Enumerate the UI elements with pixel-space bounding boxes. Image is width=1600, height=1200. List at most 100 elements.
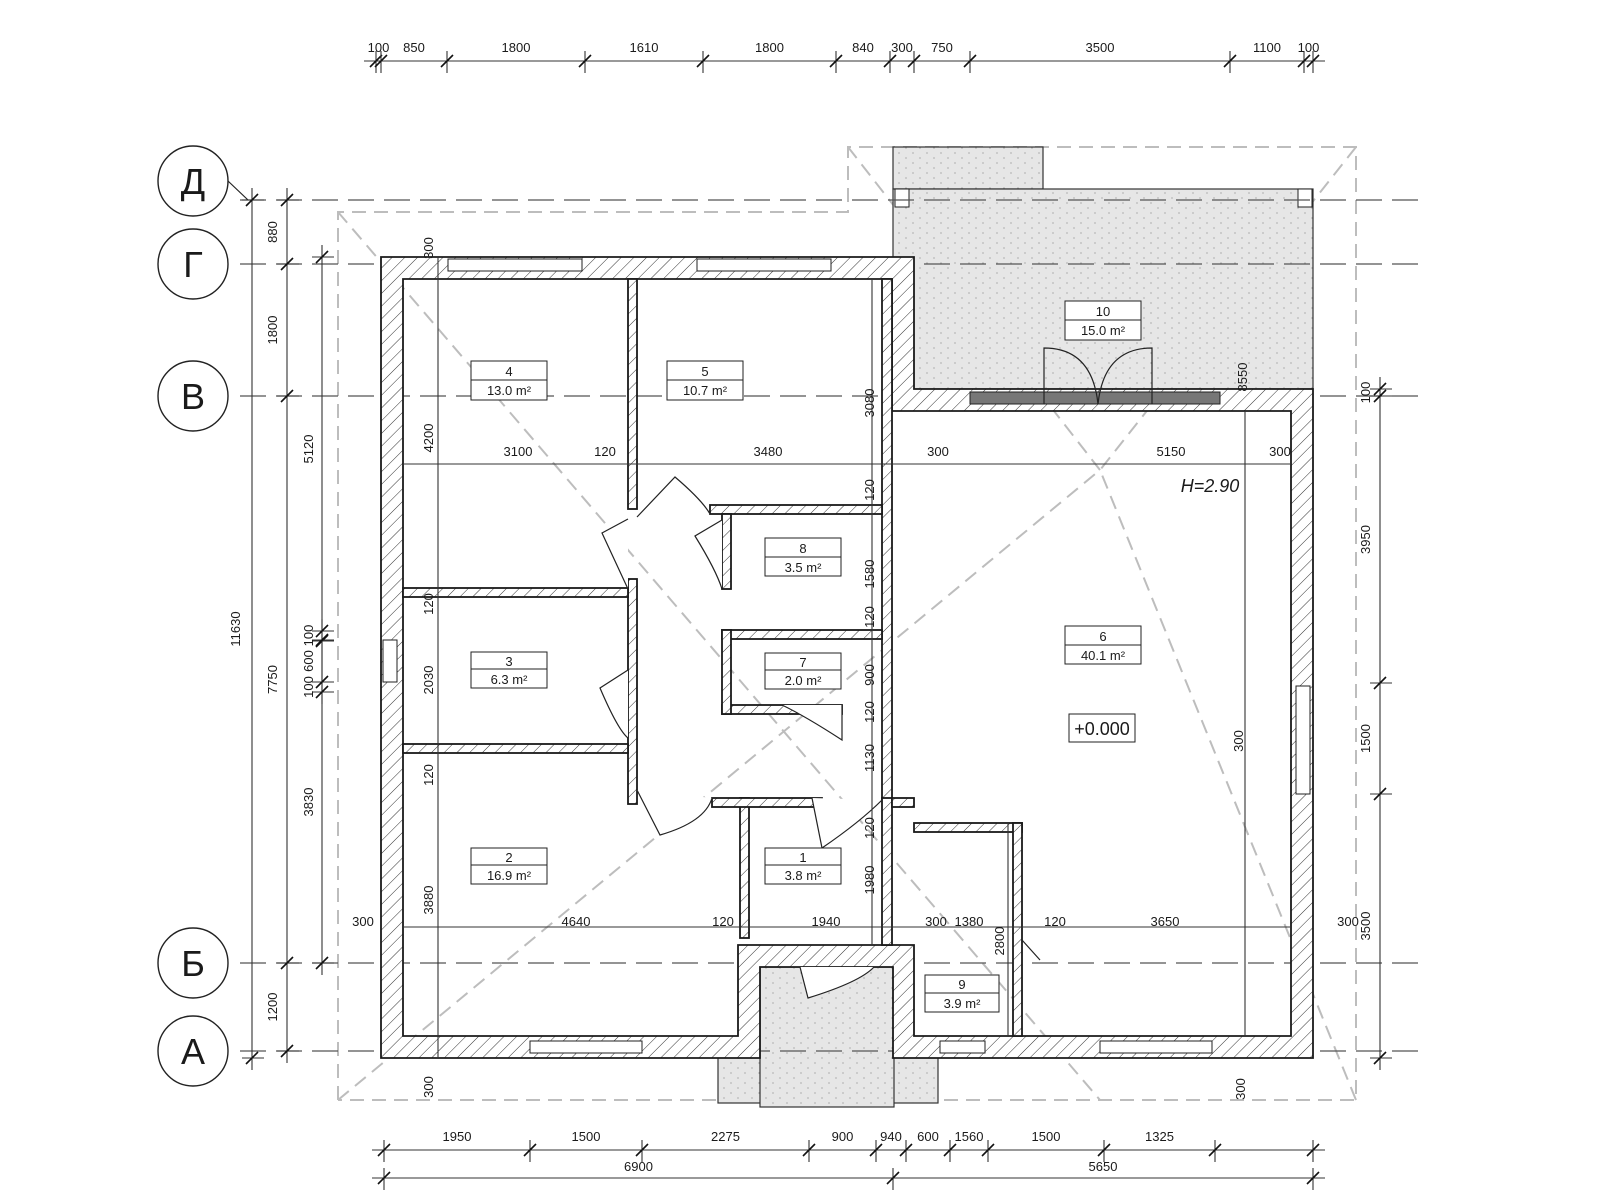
- dimension-label: 3880: [421, 886, 436, 915]
- interior-dimension-lines: [403, 257, 1291, 1058]
- dimension-label: 2030: [421, 666, 436, 695]
- dimension-label: 300: [1231, 730, 1246, 752]
- dimension-label: 1940: [812, 914, 841, 929]
- room-number: 1: [799, 850, 806, 865]
- dimension-label: 1800: [502, 40, 531, 55]
- dimension-label: 1950: [443, 1129, 472, 1144]
- dimension-label: 300: [421, 1076, 436, 1098]
- dimension-tick: [280, 956, 294, 970]
- room-area: 6.3 m²: [491, 672, 529, 687]
- room-tag-10: 10 15.0 m²: [1064, 300, 1142, 341]
- dimension-label: 3650: [1151, 914, 1180, 929]
- room-tag-7: 7 2.0 m²: [764, 652, 842, 690]
- dimension-label: 600: [301, 650, 316, 672]
- dimension-tick: [578, 54, 592, 68]
- dimension-label: 100: [368, 40, 390, 55]
- dimension-label: 5120: [301, 435, 316, 464]
- dimension-tick: [1097, 1143, 1111, 1157]
- dimension-tick: [829, 54, 843, 68]
- room-tags: 1 3.8 m² 2 16.9 m² 3 6.3 m² 4 13.0 m² 5 …: [470, 300, 1142, 1013]
- room-number: 10: [1096, 304, 1110, 319]
- dimension-tick: [315, 624, 329, 638]
- dimension-label: 11630: [228, 611, 243, 646]
- doors: [599, 347, 1153, 999]
- room-number: 8: [799, 541, 806, 556]
- dimension-label: 600: [917, 1129, 939, 1144]
- dimension-label: 120: [862, 701, 877, 723]
- dimension-label: 1500: [572, 1129, 601, 1144]
- dimension-label: 5650: [1089, 1159, 1118, 1174]
- dimension-tick: [280, 389, 294, 403]
- dimension-tick: [315, 675, 329, 689]
- dimension-tick: [523, 1143, 537, 1157]
- dimension-label: 840: [852, 40, 874, 55]
- axis-label: В: [181, 376, 205, 417]
- dimension-label: 1100: [1253, 40, 1281, 55]
- axis-label: А: [181, 1031, 205, 1072]
- room-tag-3: 3 6.3 m²: [470, 651, 548, 689]
- dimension-tick: [1373, 389, 1387, 403]
- dimension-label: 1610: [630, 40, 659, 55]
- dimension-tick: [245, 193, 259, 207]
- dimension-tick: [1373, 676, 1387, 690]
- dimension-tick: [899, 1143, 913, 1157]
- dimension-label: 300: [891, 40, 913, 55]
- dimension-tick: [869, 1143, 883, 1157]
- dimension-label: 2800: [992, 927, 1007, 956]
- dimension-label: 120: [421, 764, 436, 786]
- room-area: 10.7 m²: [683, 383, 728, 398]
- dimension-tick: [315, 685, 329, 699]
- dimension-tick: [369, 54, 383, 68]
- room-tag-5: 5 10.7 m²: [666, 360, 744, 401]
- dimension-label: 3500: [1358, 912, 1373, 941]
- room-area: 13.0 m²: [487, 383, 532, 398]
- dimension-label: 300: [927, 444, 949, 459]
- dimension-label: 4640: [562, 914, 591, 929]
- axis-marker: Д: [157, 145, 249, 217]
- dimension-label: 120: [862, 479, 877, 501]
- dimension-label: 1500: [1358, 724, 1373, 753]
- dimension-tick: [635, 1143, 649, 1157]
- dimension-label: 3080: [862, 389, 877, 418]
- dimension-label: 1200: [265, 993, 280, 1022]
- dimension-label: 1325: [1145, 1129, 1174, 1144]
- dimension-label: 300: [1337, 914, 1359, 929]
- dimension-label: 3100: [504, 444, 533, 459]
- dimension-label: 120: [421, 593, 436, 615]
- dimension-label: 1560: [955, 1129, 984, 1144]
- dimension-label: 300: [1233, 1078, 1248, 1100]
- dimension-tick: [981, 1143, 995, 1157]
- dimension-label: 8550: [1235, 363, 1250, 392]
- dimension-tick: [886, 1171, 900, 1185]
- axis-marker: В: [157, 360, 229, 432]
- room-number: 5: [701, 364, 708, 379]
- axis-label: Г: [183, 244, 203, 285]
- dimension-label: 300: [925, 914, 947, 929]
- room-number: 3: [505, 654, 512, 669]
- axis-label: Б: [181, 943, 205, 984]
- dimension-tick: [315, 633, 329, 647]
- dimension-label: 7750: [265, 665, 280, 694]
- level-mark-text: +0.000: [1074, 719, 1130, 739]
- dimension-label: 1800: [265, 316, 280, 345]
- dimension-label: 1800: [755, 40, 784, 55]
- axis-marker: Б: [157, 927, 229, 999]
- dimension-label: 300: [421, 237, 436, 259]
- room-number: 2: [505, 850, 512, 865]
- dimension-tick: [280, 257, 294, 271]
- dimension-tick: [1306, 54, 1320, 68]
- dimension-tick: [315, 956, 329, 970]
- room-area: 3.5 m²: [785, 560, 823, 575]
- room-area: 16.9 m²: [487, 868, 532, 883]
- dimension-tick: [315, 250, 329, 264]
- axis-markers: Д Г В Б А: [157, 145, 249, 1087]
- dimension-label: 6900: [624, 1159, 653, 1174]
- dimension-label: 2275: [711, 1129, 740, 1144]
- room-number: 7: [799, 655, 806, 670]
- dimension-label: 5150: [1157, 444, 1186, 459]
- dimension-tick: [1373, 382, 1387, 396]
- room-tag-6: 6 40.1 m²: [1064, 625, 1142, 665]
- dimension-tick: [883, 54, 897, 68]
- dimension-label: 120: [594, 444, 616, 459]
- room-tag-2: 2 16.9 m²: [470, 847, 548, 885]
